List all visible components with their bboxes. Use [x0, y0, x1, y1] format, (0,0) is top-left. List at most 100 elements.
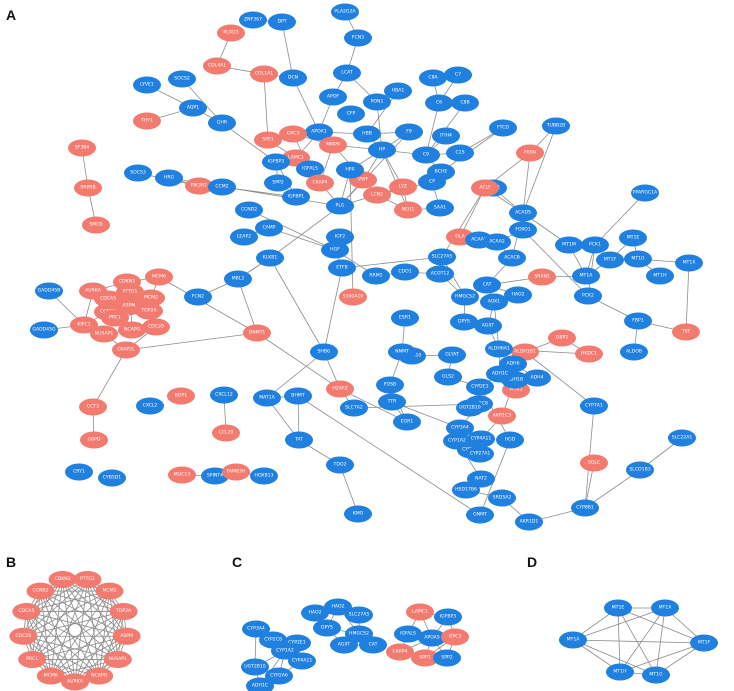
node-cdo1[interactable]: CDO1 — [391, 263, 419, 281]
node-c-3-dpys[interactable]: DPYS — [313, 619, 341, 637]
node-aldh6a1[interactable]: ALDH6A1 — [485, 340, 513, 358]
node-hmgcs2[interactable]: HMGCS2 — [451, 288, 479, 306]
node-hbb[interactable]: HBB — [353, 125, 381, 143]
node-spp2[interactable]: SPP2 — [264, 174, 292, 192]
node-hrg[interactable]: HRG — [155, 169, 183, 187]
node-nat2[interactable]: NAT2 — [467, 470, 495, 488]
node-pon1[interactable]: PON1 — [363, 93, 391, 111]
node-b-aurka[interactable]: AURKA — [61, 673, 89, 691]
node-cry1[interactable]: CRY1 — [65, 463, 93, 481]
node-ckap4[interactable]: CKAP4 — [306, 174, 334, 192]
node-etfb[interactable]: ETFB — [328, 259, 356, 277]
node-c-6-cat[interactable]: CAT — [359, 636, 387, 654]
node-c8b[interactable]: C8B — [451, 94, 479, 112]
node-cxcl2[interactable]: CXCL2 — [136, 397, 164, 415]
node-znf367[interactable]: ZNF367 — [239, 11, 267, 29]
node-hgd[interactable]: HGD — [496, 431, 524, 449]
node-muc13[interactable]: MUC13 — [168, 466, 196, 484]
node-d-mt1g[interactable]: MT1G — [642, 666, 670, 684]
node-plod3[interactable]: PLOD3 — [217, 24, 245, 42]
node-klkb1[interactable]: KLKB1 — [256, 249, 284, 267]
node-akr1c3[interactable]: AKR1C3 — [488, 407, 516, 425]
node-gpc3[interactable]: GPC3 — [279, 125, 307, 143]
node-slc7a2[interactable]: SLC7A2 — [340, 399, 368, 417]
node-slc27a5[interactable]: SLC27A5 — [428, 248, 456, 266]
node-b-nusap1[interactable]: NUSAP1 — [103, 651, 132, 669]
node-nusap1[interactable]: NUSAP1 — [90, 325, 118, 343]
node-slc22a1[interactable]: SLC22A1 — [668, 429, 696, 447]
node-acot12[interactable]: ACOT12 — [426, 265, 454, 283]
node-cct3[interactable]: CCT3 — [79, 398, 107, 416]
node-acacb[interactable]: ACACB — [498, 249, 526, 267]
node-d-mt1x[interactable]: MT1X — [651, 599, 679, 617]
node-b-mcm6[interactable]: MCM6 — [36, 667, 65, 685]
node-fosb[interactable]: FOSB — [376, 376, 404, 394]
node-fasn[interactable]: FASN — [516, 144, 544, 162]
node-b-prc1[interactable]: PRC1 — [18, 651, 47, 669]
node-cyp2e1[interactable]: CYP2E1 — [466, 378, 494, 396]
node-aox1[interactable]: AOX1 — [480, 293, 508, 311]
node-s100a10[interactable]: S100A10 — [339, 288, 367, 306]
node-cfp[interactable]: CFP — [337, 105, 365, 123]
node-c-13-cyp4a11[interactable]: CYP4A11 — [288, 652, 316, 670]
node-b-cdca5[interactable]: CDCA5 — [12, 603, 41, 621]
node-itih4[interactable]: ITIH4 — [432, 127, 460, 145]
node-dpys[interactable]: DPYS — [450, 313, 478, 331]
node-c9[interactable]: C9 — [412, 146, 440, 164]
node-mat1a[interactable]: MAT1A — [253, 389, 281, 407]
node-lcat[interactable]: LCAT — [333, 64, 361, 82]
node-pla2g2a[interactable]: PLA2G2A — [331, 3, 359, 21]
node-camp[interactable]: CAMP — [255, 219, 283, 237]
node-c-19-gpc3[interactable]: GPC3 — [441, 628, 469, 646]
node-c-15-lamc1[interactable]: LAMC1 — [406, 603, 434, 621]
node-plg[interactable]: PLG — [326, 197, 354, 215]
node-neu1[interactable]: NEU1 — [394, 201, 422, 219]
node-mt1f[interactable]: MT1F — [596, 251, 624, 269]
node-esr1[interactable]: ESR1 — [391, 309, 419, 327]
node-ccnd2[interactable]: CCND2 — [235, 201, 263, 219]
node-dnmt1[interactable]: DNMT1 — [243, 324, 271, 342]
node-tat[interactable]: TAT — [285, 431, 313, 449]
node-glyat[interactable]: GLYAT — [438, 346, 466, 364]
node-ttr[interactable]: TTR — [378, 393, 406, 411]
node-mt1g[interactable]: MT1G — [624, 250, 652, 268]
node-leap2[interactable]: LEAP2 — [230, 228, 258, 246]
node-b-aspm[interactable]: ASPM — [112, 627, 141, 645]
node-mt1x[interactable]: MT1X — [675, 254, 703, 272]
node-igfbp1[interactable]: IGFBP1 — [282, 188, 310, 206]
node-srprb[interactable]: SRPRB — [74, 179, 102, 197]
node-d-mt1e[interactable]: MT1E — [604, 599, 632, 617]
node-mbl2[interactable]: MBL2 — [224, 270, 252, 288]
node-b-ncapg[interactable]: NCAPG — [85, 667, 114, 685]
node-dcn[interactable]: DCN — [279, 69, 307, 87]
node-h2afz[interactable]: H2AFZ — [326, 380, 354, 398]
node-hao2[interactable]: HAO2 — [504, 286, 532, 304]
node-srxn1[interactable]: SRXN1 — [528, 268, 556, 286]
node-c-14-cyp2a6[interactable]: CYP2A6 — [265, 667, 293, 685]
node-saa1[interactable]: SAA1 — [426, 199, 454, 217]
node-ghr[interactable]: GHR — [208, 114, 236, 132]
node-d-mt1a[interactable]: MT1A — [559, 631, 587, 649]
node-adh1c[interactable]: ADH1C — [486, 365, 514, 383]
node-egr1[interactable]: EGR1 — [393, 413, 421, 431]
node-srd5a2[interactable]: SRD5A2 — [488, 489, 516, 507]
node-hoxb13[interactable]: HOXB13 — [250, 467, 278, 485]
node-c7[interactable]: C7 — [444, 66, 472, 84]
node-acly[interactable]: ACLY — [471, 179, 499, 197]
node-ppargc1a[interactable]: PPARGC1A — [631, 184, 659, 202]
node-b-ccnb2[interactable]: CCNB2 — [26, 582, 55, 600]
node-aqp1[interactable]: AQP1 — [179, 99, 207, 117]
node-adh4[interactable]: ADH4 — [523, 369, 551, 387]
node-top2a[interactable]: TOP2A — [135, 302, 163, 320]
node-c-5-agxt[interactable]: AGXT — [330, 636, 358, 654]
node-ckap2l[interactable]: CKAP2L — [112, 341, 140, 359]
node-b-cdc20[interactable]: CDC20 — [9, 627, 38, 645]
node-tdo2[interactable]: TDO2 — [326, 456, 354, 474]
node-d-mt1h[interactable]: MT1H — [606, 663, 634, 681]
node-kmo[interactable]: KMO — [344, 505, 372, 523]
node-fam83h[interactable]: FAM83H — [222, 463, 250, 481]
node-hkdc1[interactable]: HKDC1 — [575, 345, 603, 363]
node-d-mt1f[interactable]: MT1F — [690, 634, 718, 652]
node-b-cdkn3[interactable]: CDKN3 — [48, 571, 77, 589]
node-col1a1[interactable]: COL1A1 — [250, 65, 278, 83]
